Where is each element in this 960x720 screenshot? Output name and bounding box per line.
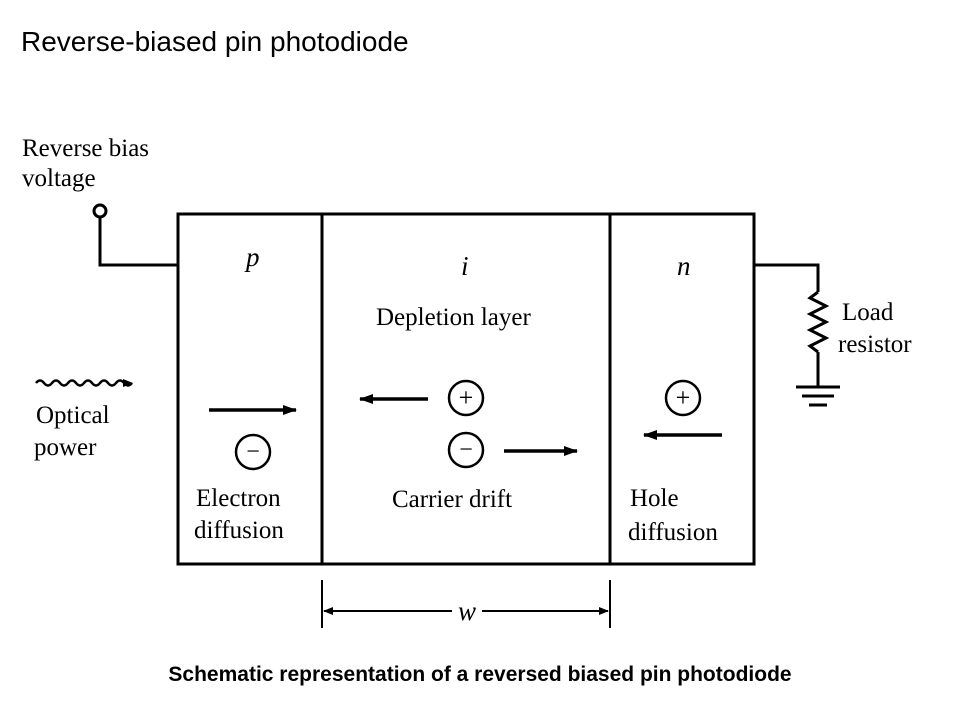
resistor-symbol (806, 290, 830, 354)
page-title: Reverse-biased pin photodiode (21, 26, 409, 57)
electron-sign-i: − (459, 437, 473, 463)
width-label: w (458, 596, 476, 626)
electron-sign: − (246, 439, 260, 465)
region-i-label: i (461, 251, 469, 281)
electron-diffusion-label-line2: diffusion (194, 517, 284, 544)
electron-circle-i (447, 431, 485, 469)
optical-label-line1: Optical (36, 402, 110, 429)
optical-label-line2: power (34, 434, 97, 461)
hole-circle-i (447, 379, 485, 417)
load-label-line2: resistor (838, 331, 912, 358)
optical-wave-arrow (35, 379, 133, 393)
load-wire (754, 263, 820, 292)
electron-circle (234, 433, 272, 471)
hole-diffusion-label-line1: Hole (630, 485, 679, 512)
bias-terminal (92, 203, 108, 219)
ground-icon (796, 385, 840, 407)
region-p-label: p (244, 242, 260, 272)
depletion-layer-label: Depletion layer (376, 304, 531, 331)
bias-label-line2: voltage (22, 165, 96, 192)
region-n-label: n (677, 251, 691, 281)
load-label-line1: Load (842, 299, 894, 326)
device-body (176, 212, 756, 566)
electron-diffusion-label-line1: Electron (196, 485, 281, 512)
bias-label-line1: Reverse bias (22, 135, 149, 162)
carrier-drift-label: Carrier drift (392, 486, 512, 513)
figure-caption: Schematic representation of a reversed b… (168, 663, 792, 686)
hole-sign-n: + (676, 383, 691, 412)
bias-wire (98, 217, 178, 267)
hole-circle-n (664, 379, 702, 417)
hole-diffusion-label-line2: diffusion (628, 519, 718, 546)
hole-sign-i: + (459, 383, 474, 412)
